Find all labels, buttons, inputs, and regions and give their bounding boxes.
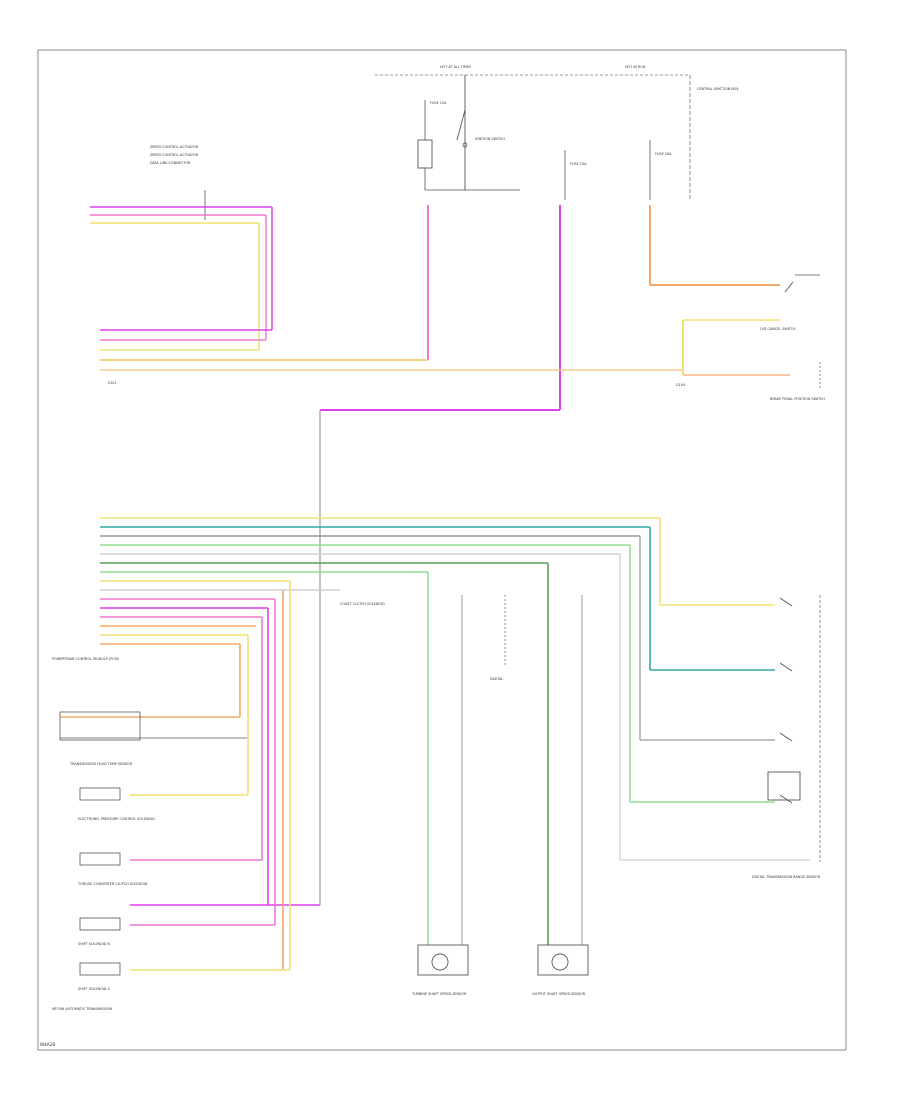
brake-switch-contact xyxy=(784,281,794,293)
diagram-frame xyxy=(37,49,847,1051)
shift-solenoid-a-label: SHIFT SOLENOID A xyxy=(78,987,110,991)
overdrive-switch-label: O/D CANCEL SWITCH xyxy=(760,327,796,331)
sensor-right-label: OUTPUT SHAFT SPEED SENSOR xyxy=(532,992,586,996)
epc-solenoid-label: ELECTRONIC PRESSURE CONTROL SOLENOID xyxy=(78,817,155,821)
ground-center-label: DIGITAL xyxy=(490,677,503,681)
fuse-right-label: FUSE 20A xyxy=(655,152,672,156)
range-sensor-switches xyxy=(767,597,801,804)
pink-junction-label: S101 xyxy=(108,381,117,385)
shift-solenoid-b-label: SHIFT SOLENOID B xyxy=(78,942,110,946)
fuse-mid-label: FUSE 10A xyxy=(570,162,587,166)
brake-switch-label: BRAKE PEDAL POSITION SWITCH xyxy=(770,397,825,401)
hot-in-run-label: HOT IN RUN xyxy=(625,65,646,69)
speed-control-label: SPEED CONTROL ACTUATOR xyxy=(150,145,199,149)
pcm-label: POWERTRAIN CONTROL MODULE (PCM) xyxy=(52,657,120,661)
fuse-box-label: CENTRAL JUNCTION BOX xyxy=(697,87,739,91)
tcc-solenoid-label: TORQUE CONVERTER CLUTCH SOLENOID xyxy=(77,882,148,886)
transmission-solenoids xyxy=(59,711,141,976)
footer-code: W4A2B xyxy=(40,1042,55,1047)
ignition-switch-label: IGNITION SWITCH xyxy=(475,137,505,141)
transmission-label: 4R70W AUTOMATIC TRANSMISSION xyxy=(52,1007,112,1011)
data-link-label: DATA LINK CONNECTOR xyxy=(150,161,191,165)
ground-label: G104 xyxy=(676,383,685,387)
sensor-left-label: TURBINE SHAFT SPEED SENSOR xyxy=(411,992,467,996)
speed-sensor-left xyxy=(417,944,469,976)
ignition-relay-coil xyxy=(417,139,433,169)
hot-at-all-times-label: HOT AT ALL TIMES xyxy=(440,65,471,69)
ignition-switch-contact xyxy=(456,109,466,141)
speed-control-label-2: SPEED CONTROL ACTUATOR xyxy=(150,153,199,157)
ignition-switch-pivot xyxy=(462,142,468,148)
speed-sensor-right xyxy=(537,944,589,976)
digital-range-sensor-label: DIGITAL TRANSMISSION RANGE SENSOR xyxy=(752,875,821,879)
temp-sensor-label: TRANSMISSION FLUID TEMP SENSOR xyxy=(69,762,133,766)
coast-clutch-label: COAST CLUTCH SOLENOID xyxy=(340,602,385,606)
fuse-left-label: FUSE 15A xyxy=(430,101,447,105)
